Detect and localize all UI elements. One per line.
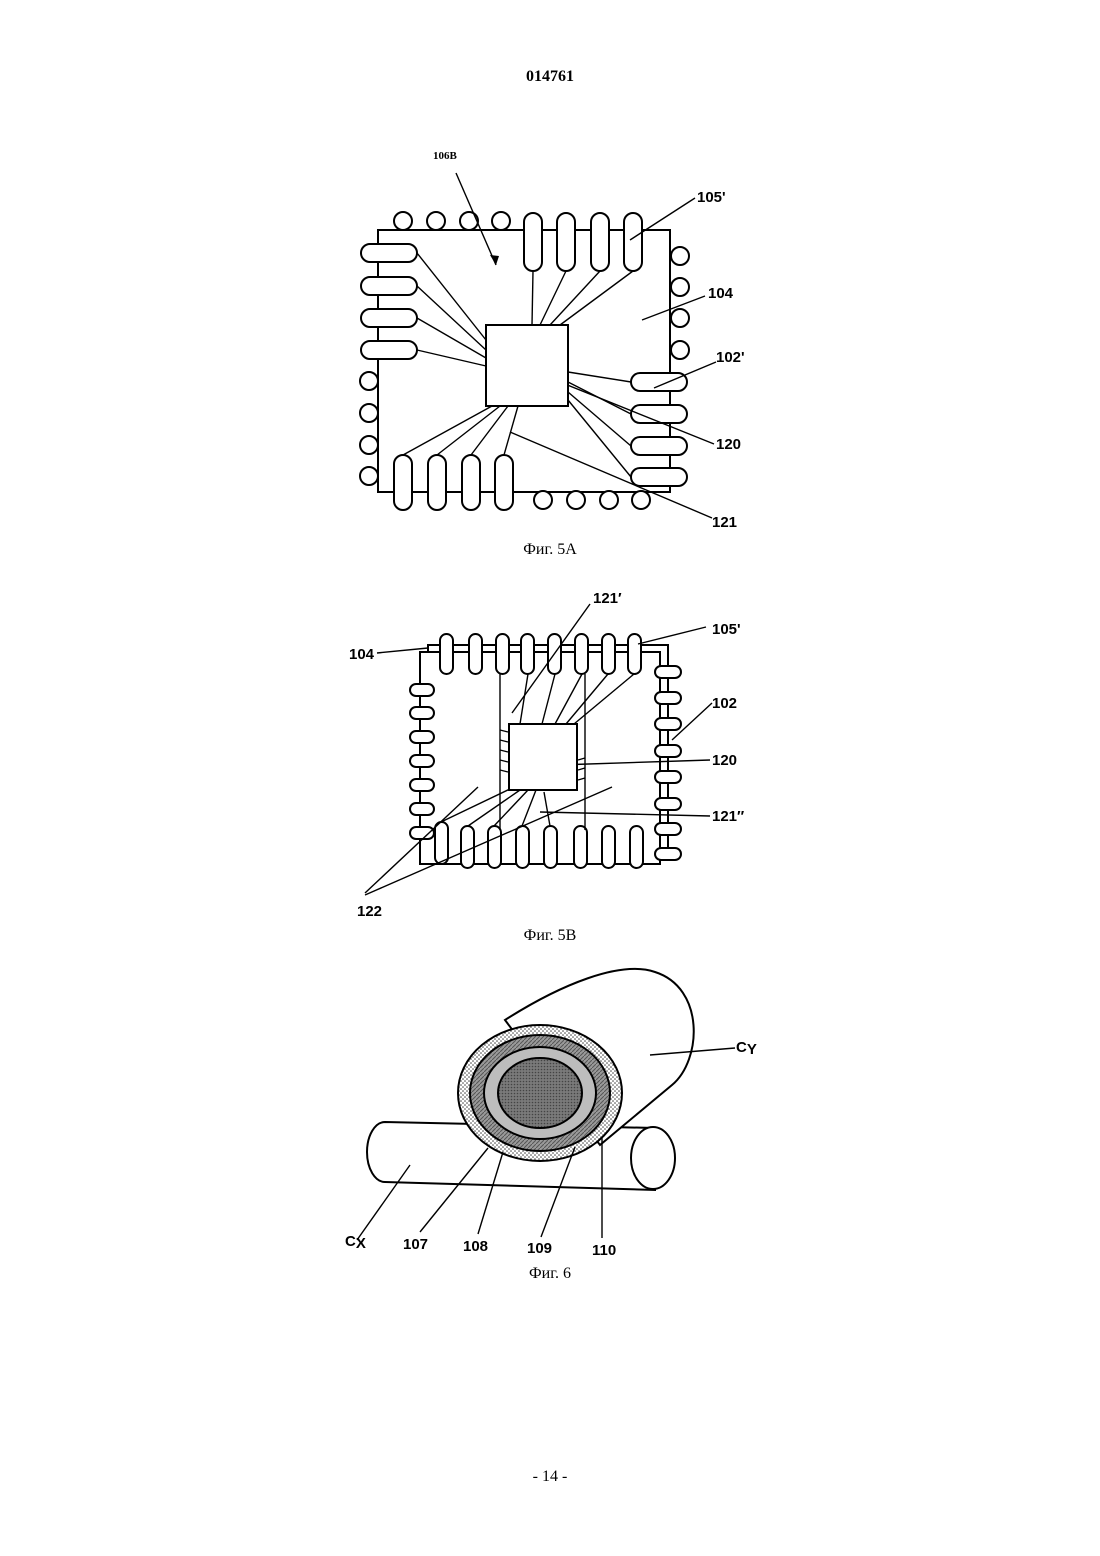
label-107: 107 bbox=[403, 1236, 428, 1253]
caption-fig-6: Фиг. 6 bbox=[0, 1265, 1100, 1283]
label-108: 108 bbox=[463, 1238, 488, 1255]
label-cx: CX bbox=[345, 1233, 366, 1252]
label-cy: CY bbox=[736, 1039, 757, 1058]
page-number: - 14 - bbox=[0, 1468, 1100, 1486]
label-110: 110 bbox=[592, 1242, 616, 1259]
label-109: 109 bbox=[527, 1240, 552, 1257]
figure-6-drawing: CY CX 107 108 109 110 bbox=[0, 0, 1100, 1290]
